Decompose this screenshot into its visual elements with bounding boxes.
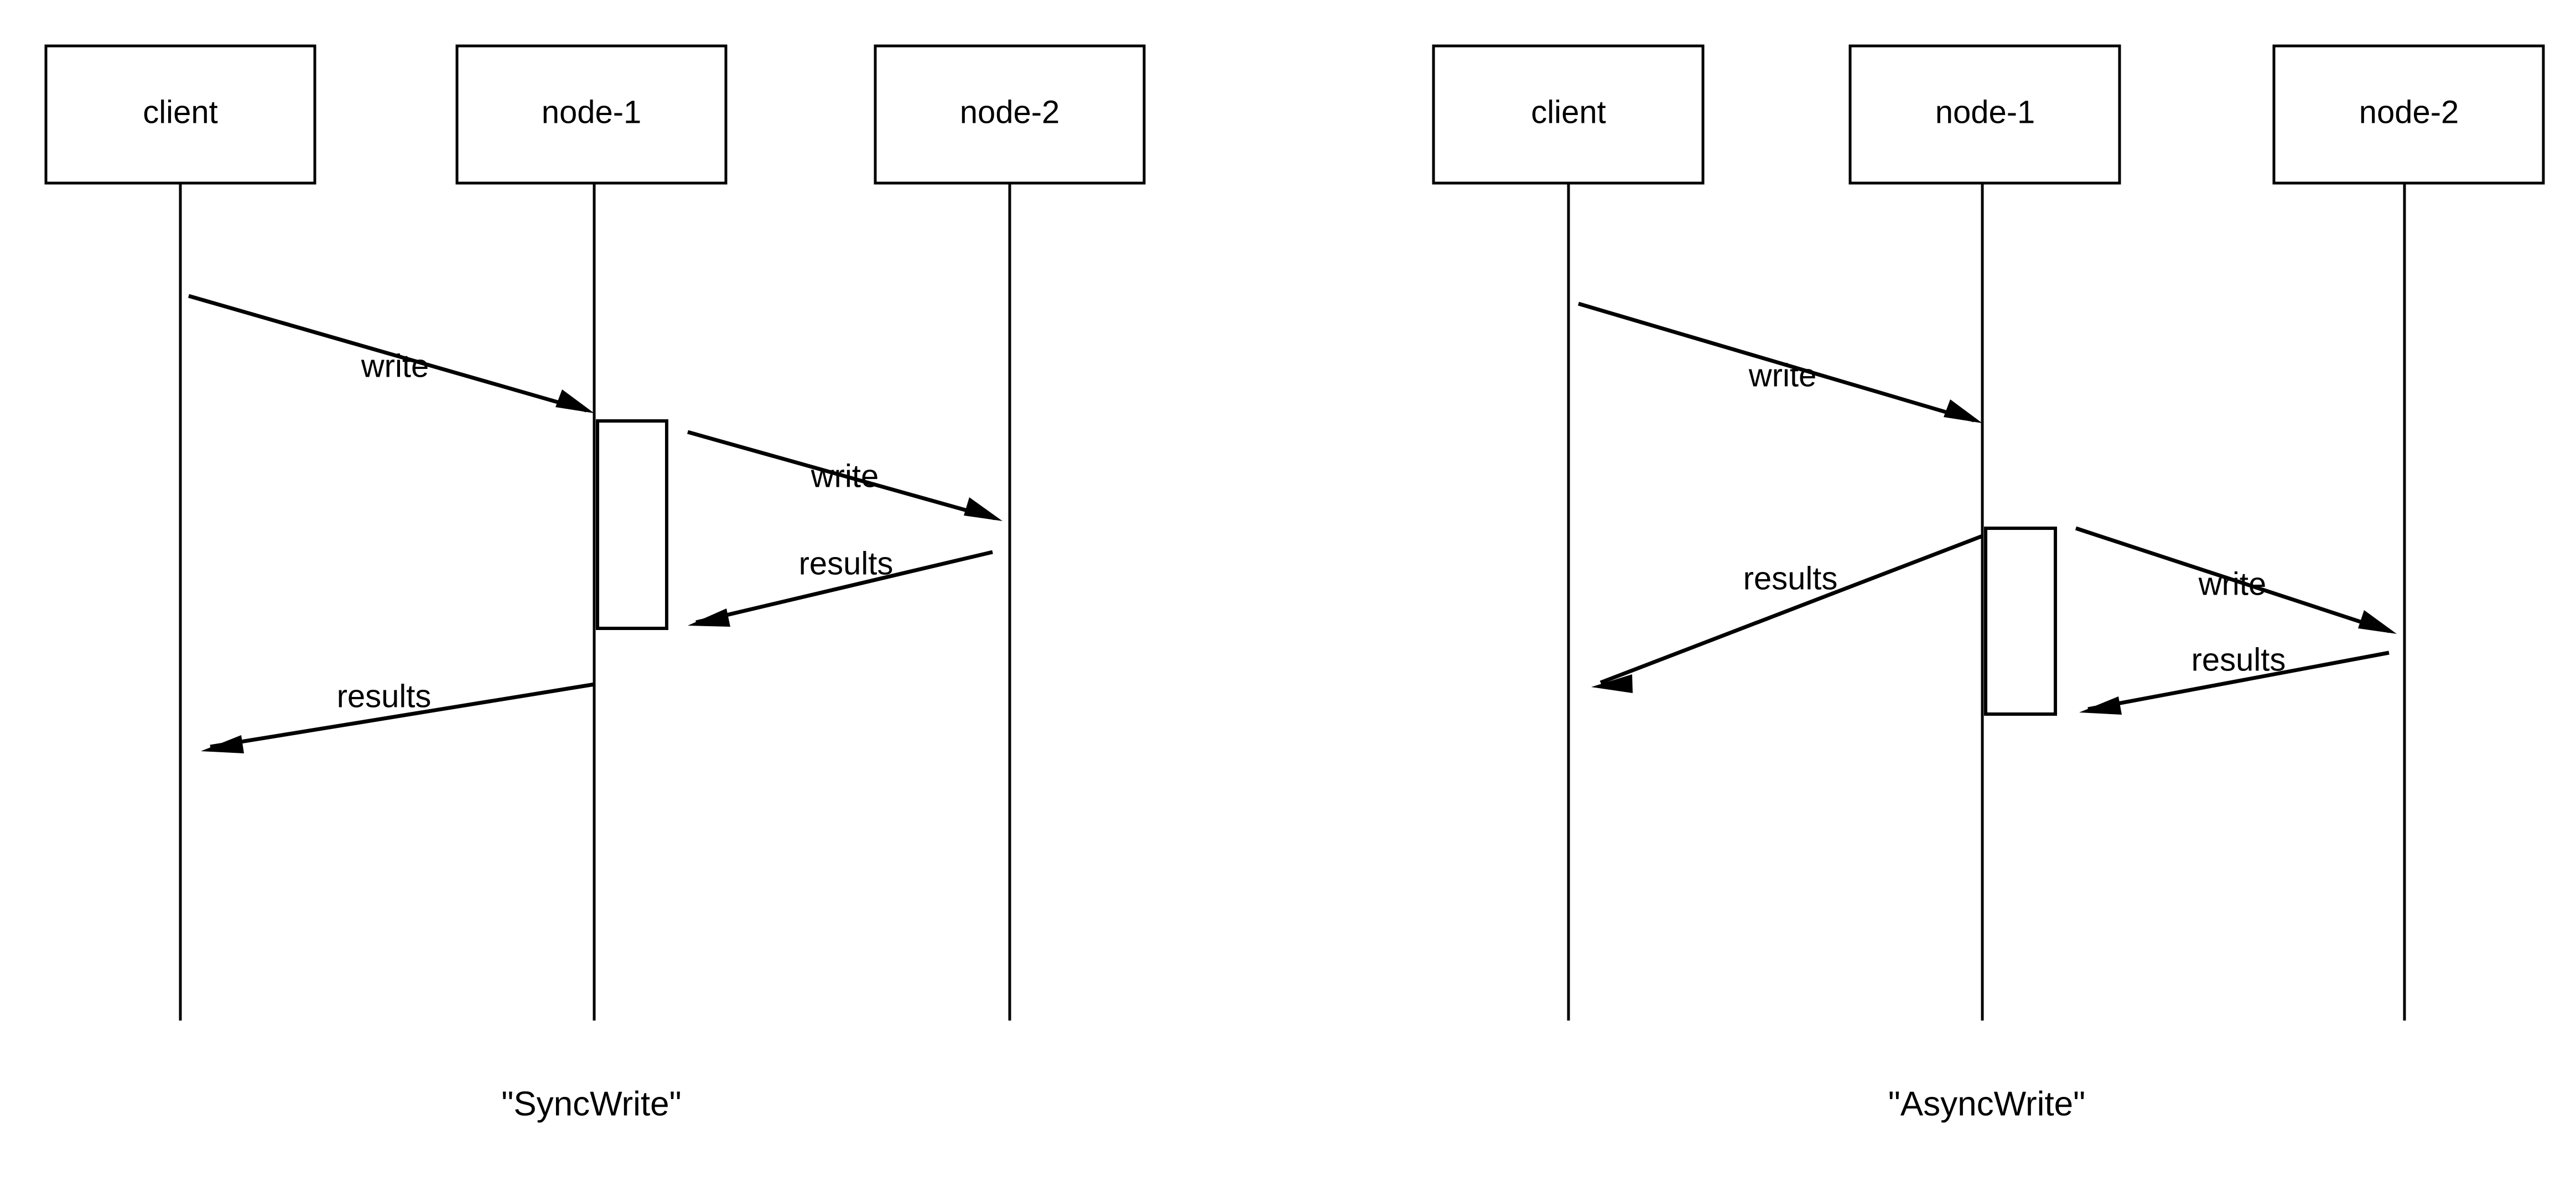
arrow-head-icon [964,497,1003,521]
arrow-head-icon [201,735,244,753]
message-label: write [1748,357,1816,393]
participant-box-node-2[interactable] [874,44,1146,185]
participant-client-right[interactable]: client [1432,44,1705,185]
arrow-head-icon [1944,399,1982,423]
participant-node-2-left[interactable]: node-2 [874,44,1146,185]
participant-node-1-right[interactable]: node-1 [1848,44,2121,185]
arrow-head-icon [688,608,730,627]
message-line [695,550,993,624]
arrow-head-icon [2358,610,2397,634]
diagram-caption-sync-write: "SyncWrite" [501,1085,681,1123]
message-1-write-client-to-node-1[interactable]: write [188,294,594,413]
message-4-results-node-2-to-node-1[interactable]: results [2079,642,2390,715]
participant-client-left[interactable]: client [44,44,316,185]
message-line [1599,534,1983,685]
message-4-results-node-1-to-client[interactable]: results [201,678,595,753]
message-1-write-client-to-node-1[interactable]: write [1578,301,1982,423]
participant-label-node-2: node-2 [2359,94,2459,130]
participant-box-node-2[interactable] [2272,44,2545,185]
message-2-results-node-1-to-client[interactable]: results [1591,534,1983,693]
arrow-head-icon [2079,696,2122,715]
message-line [188,294,587,413]
arrow-head-icon [1591,674,1633,693]
message-3-results-node-2-to-node-1[interactable]: results [688,545,993,627]
participant-label-client: client [143,94,217,130]
diagram-sync-write: client node-1 node-2 write [44,44,1146,1123]
participant-label-node-1: node-1 [542,94,642,130]
diagram-caption-async-write: "AsyncWrite" [1888,1085,2085,1123]
participant-label-node-1: node-1 [1935,94,2035,130]
participant-label-node-2: node-2 [960,94,1060,130]
message-2-write-node-1-to-node-2[interactable]: write [687,430,1003,521]
message-label: write [361,348,429,384]
participant-box-client[interactable] [44,44,316,185]
message-label: results [799,545,894,581]
activation-bar-node-1 [1984,527,2057,716]
arrow-head-icon [555,389,594,413]
diagram-async-write: client node-1 node-2 write [1432,44,2545,1123]
participant-node-1-left[interactable]: node-1 [455,44,728,185]
message-line [2087,650,2390,711]
message-line [687,430,995,521]
message-line [2075,526,2390,633]
message-label: results [337,678,432,714]
message-label: write [811,458,879,494]
activation-bar-node-1 [596,419,668,630]
message-line [210,682,595,749]
participant-node-2-right[interactable]: node-2 [2272,44,2545,185]
message-3-write-node-1-to-node-2[interactable]: write [2075,526,2397,634]
participant-box-node-1[interactable] [455,44,728,185]
message-label: results [1743,560,1838,596]
participant-label-client: client [1531,94,1606,130]
message-label: write [2198,566,2266,602]
participant-box-client[interactable] [1432,44,1705,185]
message-label: results [2191,642,2286,678]
message-line [1578,301,1975,423]
participant-box-node-1[interactable] [1848,44,2121,185]
